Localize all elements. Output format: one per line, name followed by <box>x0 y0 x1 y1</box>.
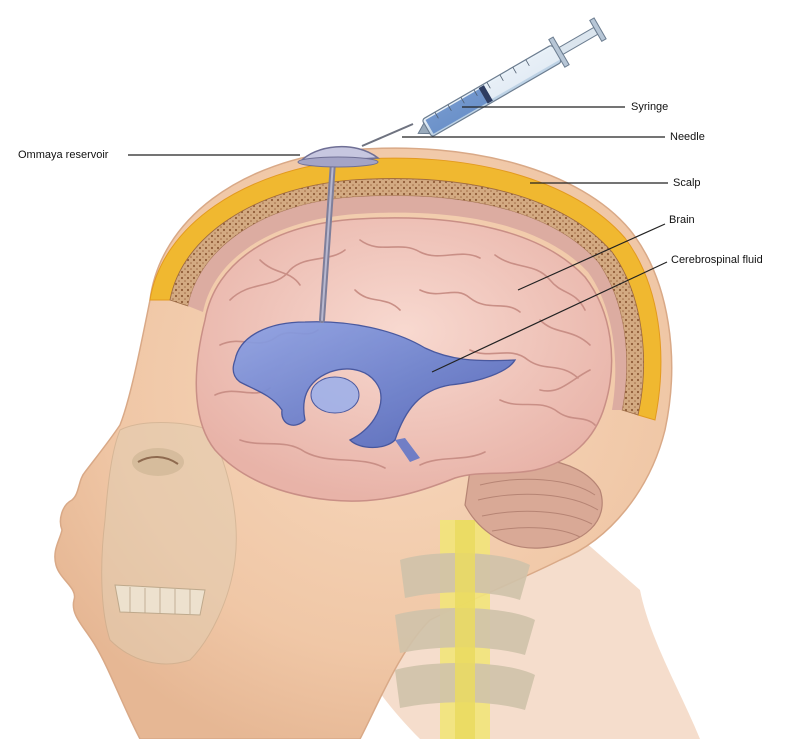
cerebrospinal-fluid-label: Cerebrospinal fluid <box>671 254 763 266</box>
third-ventricle <box>311 377 359 413</box>
scalp-label: Scalp <box>673 177 701 189</box>
needle-label: Needle <box>670 131 705 143</box>
ommaya-reservoir-label: Ommaya reservoir <box>18 149 108 161</box>
syringe-label: Syringe <box>631 101 668 113</box>
brain-label: Brain <box>669 214 695 226</box>
syringe <box>410 15 608 148</box>
syringe-needle <box>362 124 413 146</box>
